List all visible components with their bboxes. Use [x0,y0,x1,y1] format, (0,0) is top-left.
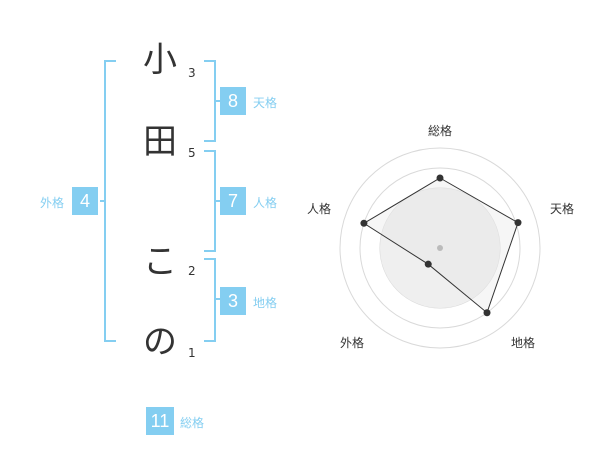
chikaku-bracket [204,258,216,342]
stroke-count-2: 5 [188,146,196,160]
radar-point [424,260,432,268]
stroke-count-3: 2 [188,264,196,278]
radar-grid-ring [339,147,541,349]
soukaku-badge: 11 [146,407,174,435]
jinkaku-label: 人格 [253,196,278,210]
gaikaku-label: 外格 [40,196,65,210]
name-char-4: の [143,322,177,362]
jinkaku-badge: 7 [220,187,246,215]
tenkaku-connector [216,100,220,102]
gaikaku-bracket [104,60,116,342]
radar-point [514,219,522,227]
radar-grid-ring [399,207,481,289]
radar-grid-ring [419,227,461,269]
name-char-2: 田 [143,122,177,162]
tenkaku-badge: 8 [220,87,246,115]
radar-value-polygon [362,177,519,314]
radar-grid-ring [359,167,521,329]
soukaku-label: 総格 [180,416,205,430]
radar-point [436,174,444,182]
name-char-1: 小 [143,40,177,80]
radar-point [483,309,491,317]
tenkaku-bracket [204,60,216,142]
gaikaku-badge: 4 [72,187,98,215]
radar-label-chikaku: 地格 [511,336,536,350]
stroke-count-4: 1 [188,346,196,360]
chikaku-label: 地格 [253,296,278,310]
chikaku-connector [216,298,220,300]
radar-center-fill [380,188,500,308]
jinkaku-bracket [204,150,216,252]
radar-label-jinkaku: 人格 [307,202,332,216]
radar-center-dot [437,245,443,251]
radar-label-soukaku: 総格 [428,124,453,138]
radar-grid-ring [379,187,501,309]
jinkaku-connector [216,200,220,202]
radar-label-tenkaku: 天格 [550,202,575,216]
radar-point [360,219,368,227]
chikaku-badge: 3 [220,287,246,315]
tenkaku-label: 天格 [253,96,278,110]
radar-grid [339,147,541,349]
radar-label-gaikaku: 外格 [340,336,365,350]
radar-points [360,174,522,317]
name-char-3: こ [143,242,177,282]
gaikaku-connector [100,200,104,202]
stroke-count-1: 3 [188,66,196,80]
